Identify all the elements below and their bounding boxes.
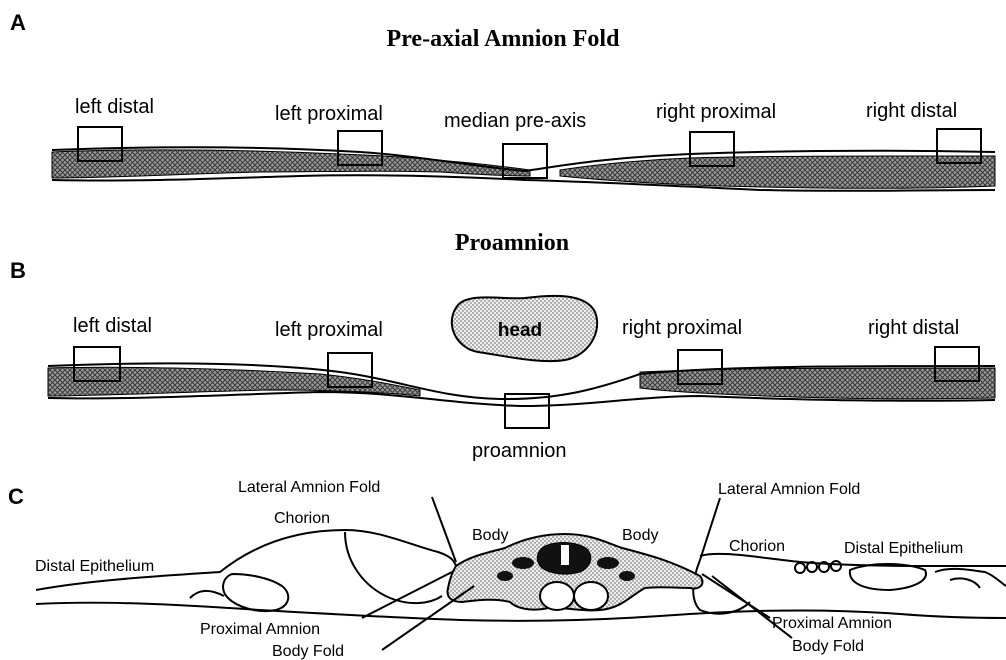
panel-a-label-left-distal: left distal: [75, 96, 154, 118]
panel-c-label-prox-right: Proximal Amnion: [772, 615, 892, 632]
panel-c-nephro-left: [497, 571, 513, 581]
panel-a-label-left-proximal: left proximal: [275, 103, 383, 125]
panel-a: A Pre-axial Amnion Fold left distal left…: [10, 10, 995, 191]
panel-c-bead-4: [831, 561, 841, 571]
panel-b-label-right-proximal: right proximal: [622, 317, 742, 339]
panel-a-label-right-proximal: right proximal: [656, 101, 776, 123]
panel-c-label-lateral-right: Lateral Amnion Fold: [718, 481, 860, 498]
panel-c-left-inner-fold: [345, 532, 442, 603]
panel-b-label-proamnion: proamnion: [472, 440, 567, 462]
panel-c-letter: C: [8, 484, 24, 509]
panel-c-label-body-left: Body: [472, 527, 508, 544]
panel-a-title: Pre-axial Amnion Fold: [387, 26, 621, 52]
panel-c-leader-lateral-right: [700, 498, 720, 560]
panel-c-label-fold-left: Body Fold: [272, 643, 344, 660]
panel-b-letter: B: [10, 258, 26, 283]
panel-c-aorta-right: [574, 582, 608, 610]
panel-c-neural-lumen: [561, 545, 569, 565]
panel-b: Proamnion B head left distal left proxim…: [10, 230, 995, 462]
panel-b-label-right-distal: right distal: [868, 317, 959, 339]
panel-c-bead-1: [795, 563, 805, 573]
panel-c-label-fold-right: Body Fold: [792, 638, 864, 655]
panel-c-label-distal-left: Distal Epithelium: [35, 558, 154, 575]
panel-a-label-right-distal: right distal: [866, 100, 957, 122]
panel-c-right-distal-layer: [850, 564, 926, 590]
panel-a-label-median: median pre-axis: [444, 110, 586, 132]
panel-b-label-left-proximal: left proximal: [275, 319, 383, 341]
panel-b-label-left-distal: left distal: [73, 315, 152, 337]
panel-c-label-distal-right: Distal Epithelium: [844, 540, 963, 557]
panel-b-title: Proamnion: [455, 230, 569, 256]
panel-c-nephro-right: [619, 571, 635, 581]
panel-c-label-chorion-right: Chorion: [729, 538, 785, 555]
panel-c-somite-right: [597, 557, 619, 569]
panel-c-label-chorion-left: Chorion: [274, 510, 330, 527]
panel-b-head-label: head: [498, 320, 542, 341]
panel-c-right-edge-cells: [935, 569, 1006, 588]
panel-c-label-prox-left: Proximal Amnion: [200, 621, 320, 638]
panel-a-letter: A: [10, 10, 26, 35]
panel-c-label-body-right: Body: [622, 527, 658, 544]
panel-c-label-lateral-left: Lateral Amnion Fold: [238, 479, 380, 496]
panel-c-somite-left: [512, 557, 534, 569]
panel-c-aorta-left: [540, 582, 574, 610]
panel-c-left-pocket-inner: [190, 591, 224, 598]
panel-c-left-pocket: [223, 574, 288, 611]
panel-c: C: [8, 479, 1006, 660]
